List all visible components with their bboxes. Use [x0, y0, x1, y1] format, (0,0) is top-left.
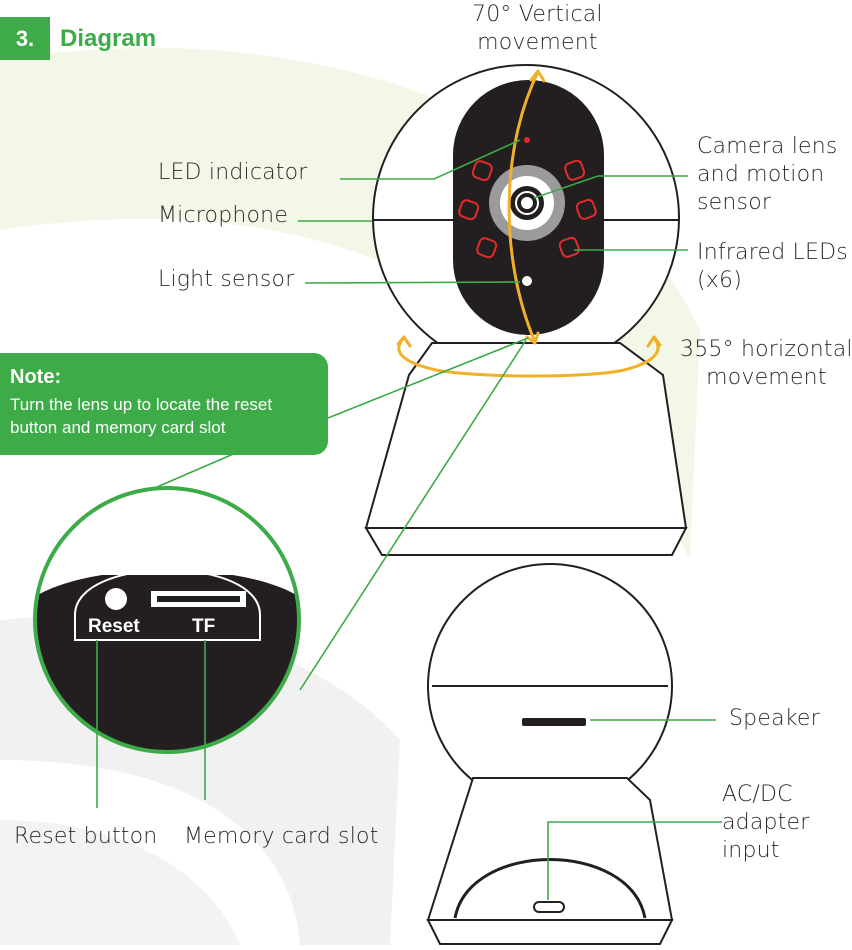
- leader-acdc: [547, 821, 722, 900]
- leader-light: [304, 281, 521, 284]
- ir-led-5: [476, 237, 498, 259]
- camera-base-bottom: [364, 527, 688, 556]
- back-arch: [453, 858, 647, 919]
- back-base-bottom: [426, 919, 674, 945]
- leader-lines: [96, 139, 722, 900]
- camera-base: [364, 342, 688, 529]
- label-reset-button: Reset button: [14, 824, 158, 849]
- vertical-movement-arrow: [507, 69, 546, 345]
- led-indicator-dot: [524, 137, 530, 143]
- horizontal-movement-arrow: [396, 335, 662, 378]
- inset-tf-label: TF: [192, 616, 216, 637]
- ac-dc-port: [533, 901, 565, 913]
- ir-led-4: [575, 198, 597, 220]
- infrared-leds: [458, 159, 597, 259]
- label-infrared-leds: Infrared LEDs(x6): [697, 240, 848, 293]
- note-title: Note:: [10, 366, 62, 388]
- magnifier-cone-top: [149, 451, 239, 491]
- label-speaker: Speaker: [729, 706, 820, 731]
- inset-magnifier: [33, 486, 301, 754]
- ir-led-6: [558, 236, 580, 258]
- reset-hole: [105, 588, 127, 610]
- leader-note: [327, 337, 529, 419]
- label-memory-card-slot: Memory card slot: [184, 824, 379, 849]
- camera-lens: [489, 165, 565, 241]
- speaker-grille: [522, 718, 586, 726]
- section-number: 3.: [0, 17, 50, 60]
- magnifier-cone-right: [299, 339, 527, 691]
- ir-led-3: [458, 199, 480, 221]
- note-body: Turn the lens up to locate the reset but…: [10, 395, 273, 437]
- ir-led-2: [564, 159, 586, 181]
- leader-lens: [533, 175, 688, 199]
- label-light-sensor: Light sensor: [158, 267, 295, 292]
- note-box: Note: Turn the lens up to locate the res…: [0, 353, 328, 455]
- label-led-indicator: LED indicator: [158, 160, 308, 185]
- inset-port-outline: [74, 569, 261, 641]
- label-microphone: Microphone: [158, 203, 289, 228]
- inset-reset-label: Reset: [88, 616, 140, 637]
- section-title: Diagram: [60, 25, 157, 52]
- camera-back: [426, 563, 674, 945]
- light-sensor-dot: [522, 276, 532, 286]
- ir-led-1: [471, 160, 493, 182]
- back-base: [426, 777, 674, 921]
- leader-led: [340, 139, 521, 180]
